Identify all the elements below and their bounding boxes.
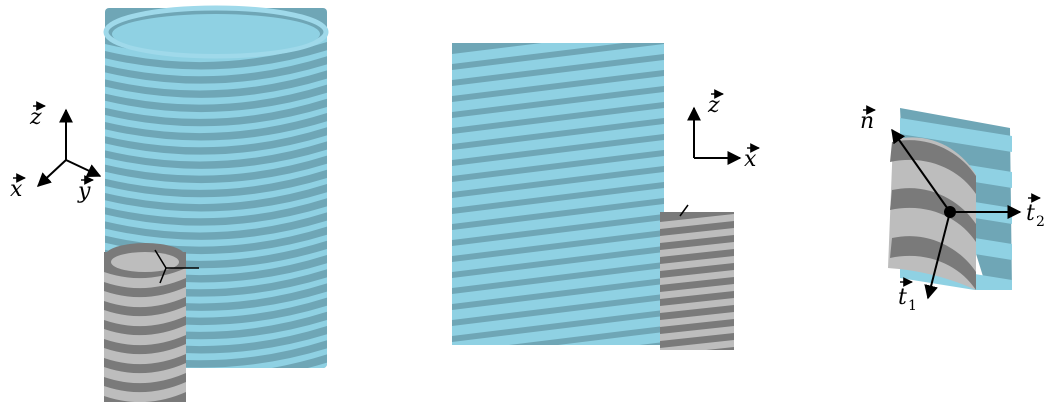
outer-gear-tooth-band: [105, 192, 327, 219]
inner-gear-cylinder: [104, 252, 186, 402]
inner-gear-tooth-band: [104, 382, 186, 402]
outer-gear-tooth-band: [105, 92, 327, 119]
outer-gear-tooth-band: [105, 149, 327, 176]
normal-vector-arrow: [891, 128, 951, 213]
contact-inner-band: [890, 188, 976, 242]
side-tooth-band: [558, 332, 664, 345]
side-x-axis-label: x: [744, 143, 760, 172]
side-inner-tooth-band: [660, 214, 734, 229]
side-tooth-band: [452, 156, 664, 192]
side-tooth-band: [452, 108, 664, 144]
side-inner-tooth-band: [660, 340, 734, 350]
side-inner-tooth-band: [660, 284, 734, 299]
outer-gear-tooth-band: [105, 121, 327, 148]
outer-gear-tooth-band: [105, 78, 327, 105]
contact-inner-gear-segment: [888, 137, 976, 290]
inner-gear-tooth-band: [104, 268, 186, 289]
svg-text:t: t: [1026, 201, 1035, 226]
side-inner-tooth-band: [660, 270, 734, 285]
y-axis-arrow: [65, 159, 102, 177]
inner-gear-tooth-band: [104, 363, 186, 384]
side-tooth-band: [452, 140, 664, 176]
side-panel: z x: [452, 43, 760, 350]
side-tooth-band: [452, 268, 664, 304]
outer-gear-tooth-band: [105, 107, 327, 134]
side-tooth-band: [452, 124, 664, 160]
inner-gear-tooth-band: [104, 306, 186, 327]
contact-point: [944, 206, 956, 218]
contact-frame: [891, 128, 1022, 300]
svg-text:n: n: [860, 109, 874, 134]
contact-panel: n t 2 t 1: [860, 105, 1045, 314]
contact-inner-band: [890, 140, 976, 194]
contact-outer-band: [900, 118, 1012, 152]
side-tooth-band: [452, 252, 664, 288]
side-axes: [687, 106, 742, 165]
outer-gear-top-opening: [112, 14, 320, 54]
side-inner-tooth-band: [660, 326, 734, 341]
z-axis-label: z: [29, 101, 46, 130]
inner-gear-side-marker: [679, 204, 689, 217]
outer-gear-tooth-band: [105, 220, 327, 247]
side-inner-tooth-band: [660, 298, 734, 313]
svg-text:t: t: [898, 285, 907, 310]
x-axis-label: x: [10, 173, 26, 202]
inner-gear-tooth-band: [104, 287, 186, 308]
svg-text:x: x: [10, 177, 23, 202]
inner-gear-top-opening: [111, 252, 179, 272]
side-tooth-band: [452, 172, 664, 208]
perspective-panel: z x y: [10, 5, 329, 402]
contact-inner-band: [890, 236, 976, 290]
side-inner-tooth-band: [660, 228, 734, 243]
side-tooth-band: [452, 76, 664, 112]
side-z-axis-label: z: [707, 89, 724, 118]
side-tooth-band: [452, 43, 624, 64]
outer-gear-tooth-band: [105, 50, 327, 77]
inner-gear-side-view: [660, 212, 734, 350]
t1-vector-label: t 1: [898, 277, 917, 314]
inner-gear-tooth-band: [104, 344, 186, 365]
side-inner-tooth-band: [660, 256, 734, 271]
outer-gear-tooth-band: [105, 178, 327, 205]
side-tooth-band: [452, 92, 664, 128]
inner-gear-local-frame: [154, 249, 199, 284]
svg-text:x: x: [744, 147, 757, 172]
side-inner-tooth-band: [660, 312, 734, 327]
svg-text:1: 1: [908, 298, 917, 314]
side-tooth-band: [452, 236, 664, 272]
outer-gear-tooth-band: [105, 135, 327, 162]
outer-gear-side-view: [452, 43, 664, 345]
global-axes: [36, 108, 102, 187]
svg-text:z: z: [29, 105, 42, 130]
t2-vector-label: t 2: [1026, 193, 1045, 230]
svg-text:z: z: [707, 93, 720, 118]
x-axis-arrow: [36, 159, 67, 187]
side-tooth-band: [452, 220, 664, 256]
side-tooth-band: [452, 204, 664, 240]
inner-gear-tooth-band: [104, 325, 186, 346]
svg-text:y: y: [77, 179, 91, 204]
outer-gear-top-rim: [103, 5, 329, 59]
side-tooth-band: [452, 300, 664, 336]
y-axis-label: y: [77, 175, 94, 204]
side-inner-tooth-band: [660, 242, 734, 257]
t1-vector-arrow: [924, 211, 951, 300]
outer-gear-tooth-band: [105, 206, 327, 233]
side-tooth-band: [452, 316, 664, 345]
side-tooth-band: [452, 284, 664, 320]
side-tooth-band: [452, 188, 664, 224]
n-vector-label: n: [860, 105, 876, 134]
outer-gear-tooth-band: [105, 36, 327, 63]
side-tooth-band: [452, 60, 664, 96]
outer-gear-tooth-band: [105, 64, 327, 91]
outer-gear-tooth-band: [105, 163, 327, 190]
svg-text:2: 2: [1036, 214, 1045, 230]
side-tooth-band: [452, 44, 664, 80]
